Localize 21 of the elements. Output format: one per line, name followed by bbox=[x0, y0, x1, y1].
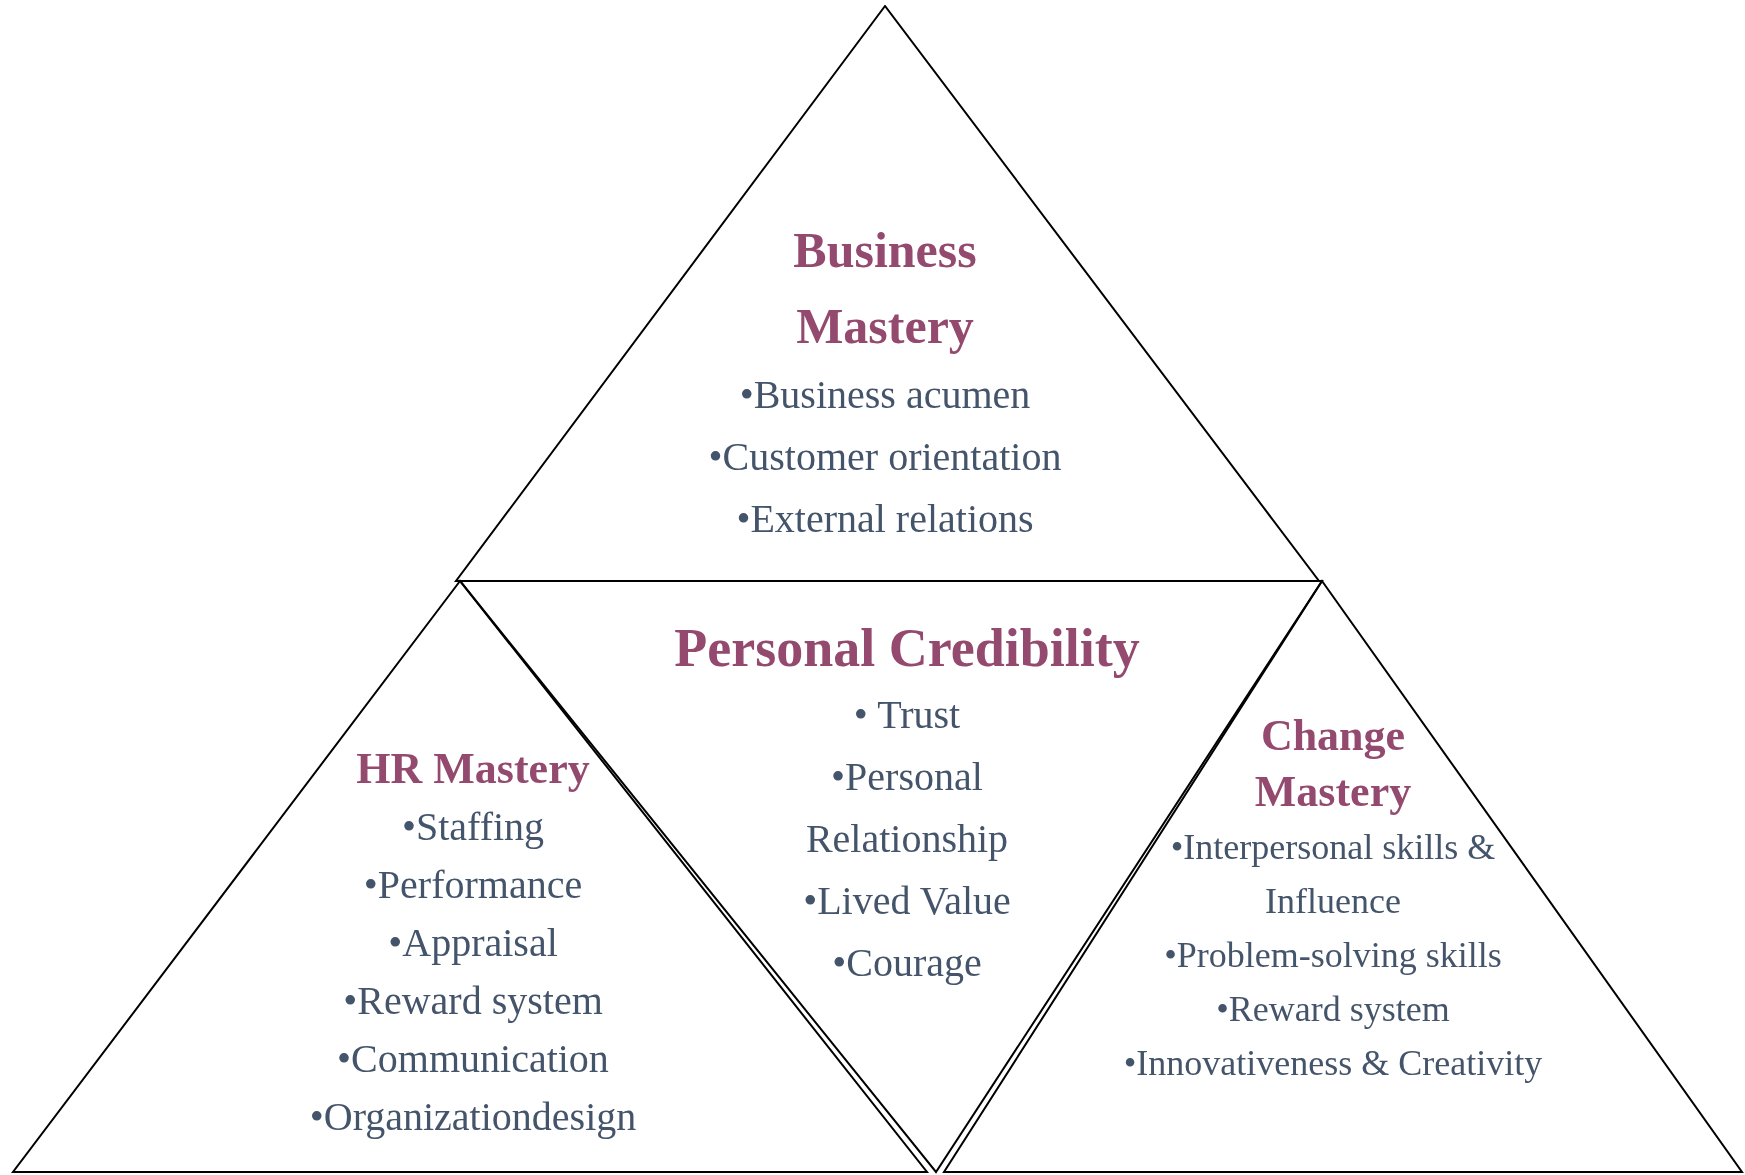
section-heading: Personal Credibility bbox=[673, 617, 1141, 680]
bullet-item: • Trust bbox=[852, 691, 962, 739]
bullet-item: •Communication bbox=[336, 1035, 610, 1083]
bullet-item: •Lived Value bbox=[802, 877, 1012, 925]
bullet-item: •Personal Relationship bbox=[804, 753, 1010, 863]
bullet-item: •Courage bbox=[831, 939, 983, 987]
bullet-item: •Innovativeness & Creativity bbox=[1122, 1042, 1544, 1085]
section-heading: Business Mastery bbox=[792, 221, 978, 356]
bullet-item: •Interpersonal skills & Influence bbox=[1169, 826, 1497, 923]
bullet-item: •Staffing bbox=[400, 803, 546, 851]
bullet-item: •Reward system bbox=[1215, 988, 1451, 1031]
bullet-item: •External relations bbox=[735, 495, 1035, 543]
bullet-item: •Business acumen bbox=[738, 371, 1032, 419]
bullet-item: •Reward system bbox=[342, 977, 604, 1025]
bullet-item: •Customer orientation bbox=[707, 433, 1063, 481]
bullet-item: •Problem-solving skills bbox=[1163, 934, 1503, 977]
section-heading: Change Mastery bbox=[1253, 710, 1413, 818]
bullet-item: •Organizationdesign bbox=[308, 1093, 638, 1141]
section-heading: HR Mastery bbox=[355, 743, 591, 795]
bullet-item: •Appraisal bbox=[387, 919, 559, 967]
bullet-item: •Performance bbox=[362, 861, 584, 909]
